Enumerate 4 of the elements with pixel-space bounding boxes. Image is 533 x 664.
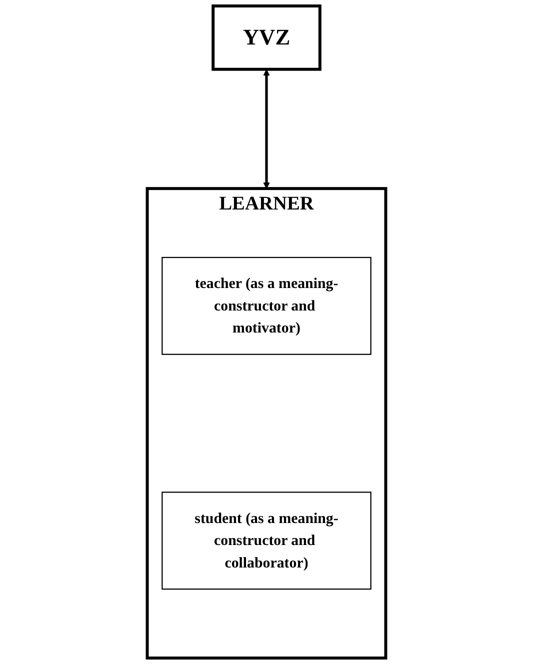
arrow (263, 69, 270, 189)
node-box: YVZ (212, 4, 322, 71)
node-box: student (as a meaning-constructor and collaborator) (162, 492, 372, 590)
node-box: teacher (as a meaning-constructor and motivator) (162, 256, 372, 355)
